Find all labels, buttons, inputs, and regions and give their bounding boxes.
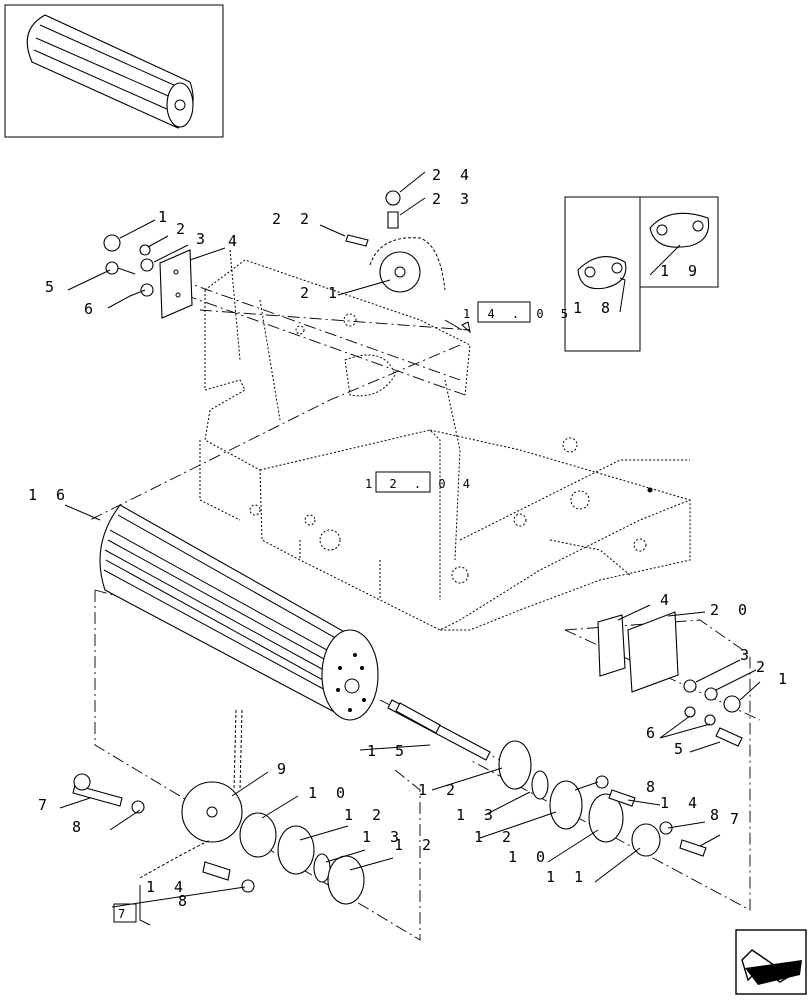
ref-box-bottom [113, 903, 137, 923]
callout-13b: 1 3 [456, 806, 498, 824]
callout-1b: 1 [778, 670, 792, 688]
callout-6b: 6 [646, 724, 660, 742]
lower-right-bearing-assembly [498, 740, 707, 857]
right-bracket-hardware [597, 611, 743, 747]
callout-1: 1 [158, 208, 172, 226]
ref-box-mid [375, 471, 431, 493]
callout-3: 3 [196, 230, 210, 248]
callout-6: 6 [84, 300, 98, 318]
alignment-lines [89, 279, 761, 941]
callout-8c: 8 [646, 778, 660, 796]
callout-5: 5 [45, 278, 59, 296]
shaft-part-15 [387, 699, 491, 761]
callout-8b: 8 [178, 892, 192, 910]
callout-18: 1 8 [573, 299, 615, 317]
frame-assembly [199, 249, 691, 631]
roller-part-16 [99, 504, 379, 721]
top-sprocket-chain [345, 190, 446, 293]
callout-10b: 1 0 [508, 848, 550, 866]
callout-4: 4 [228, 232, 242, 250]
callout-19: 1 9 [660, 262, 702, 280]
callout-23: 2 3 [432, 190, 474, 208]
callout-24: 2 4 [432, 166, 474, 184]
callout-12d: 1 2 [474, 828, 516, 846]
callout-3b: 3 [740, 646, 754, 664]
next-page-arrow-icon[interactable] [735, 929, 807, 995]
callout-15: 1 5 [367, 742, 409, 760]
leader-lines [59, 171, 761, 926]
chain-link-inset [564, 196, 719, 352]
ref-label-bottom: 7 [118, 907, 130, 921]
ref-label-mid: 1 2 . 0 4 [365, 477, 475, 491]
callout-12b: 1 2 [394, 836, 436, 854]
ref-box-top [477, 301, 531, 323]
callout-16: 1 6 [28, 486, 70, 504]
lower-left-sprocket-assembly [72, 709, 365, 905]
callout-14b: 1 4 [660, 794, 702, 812]
callout-9: 9 [277, 760, 291, 778]
callout-22: 2 2 [272, 210, 314, 228]
callout-10: 1 0 [308, 784, 350, 802]
callout-13: 1 3 [362, 828, 404, 846]
callout-7: 7 [38, 796, 52, 814]
callout-5b: 5 [674, 740, 688, 758]
callout-8d: 8 [710, 806, 724, 824]
callout-labels: 1 2 3 4 5 6 2 2 2 1 2 4 2 3 1 8 1 9 1 6 … [28, 166, 792, 910]
callout-2: 2 [176, 220, 190, 238]
callout-14: 1 4 [146, 878, 188, 896]
callout-8: 8 [72, 818, 86, 836]
callout-11: 1 1 [546, 868, 588, 886]
callout-12: 1 2 [344, 806, 386, 824]
reference-boxes: 1 4 . 0 5 1 2 . 0 4 7 [113, 301, 573, 923]
callout-4b: 4 [660, 591, 674, 609]
thumbnail-roller [4, 4, 224, 138]
callout-7b: 7 [730, 810, 744, 828]
ref-label-top: 1 4 . 0 5 [463, 307, 573, 321]
callout-21: 2 1 [300, 284, 342, 302]
callout-20: 2 0 [710, 601, 752, 619]
callout-2b: 2 [756, 658, 770, 676]
callout-12c: 1 2 [418, 781, 460, 799]
upper-left-hardware [103, 234, 193, 319]
